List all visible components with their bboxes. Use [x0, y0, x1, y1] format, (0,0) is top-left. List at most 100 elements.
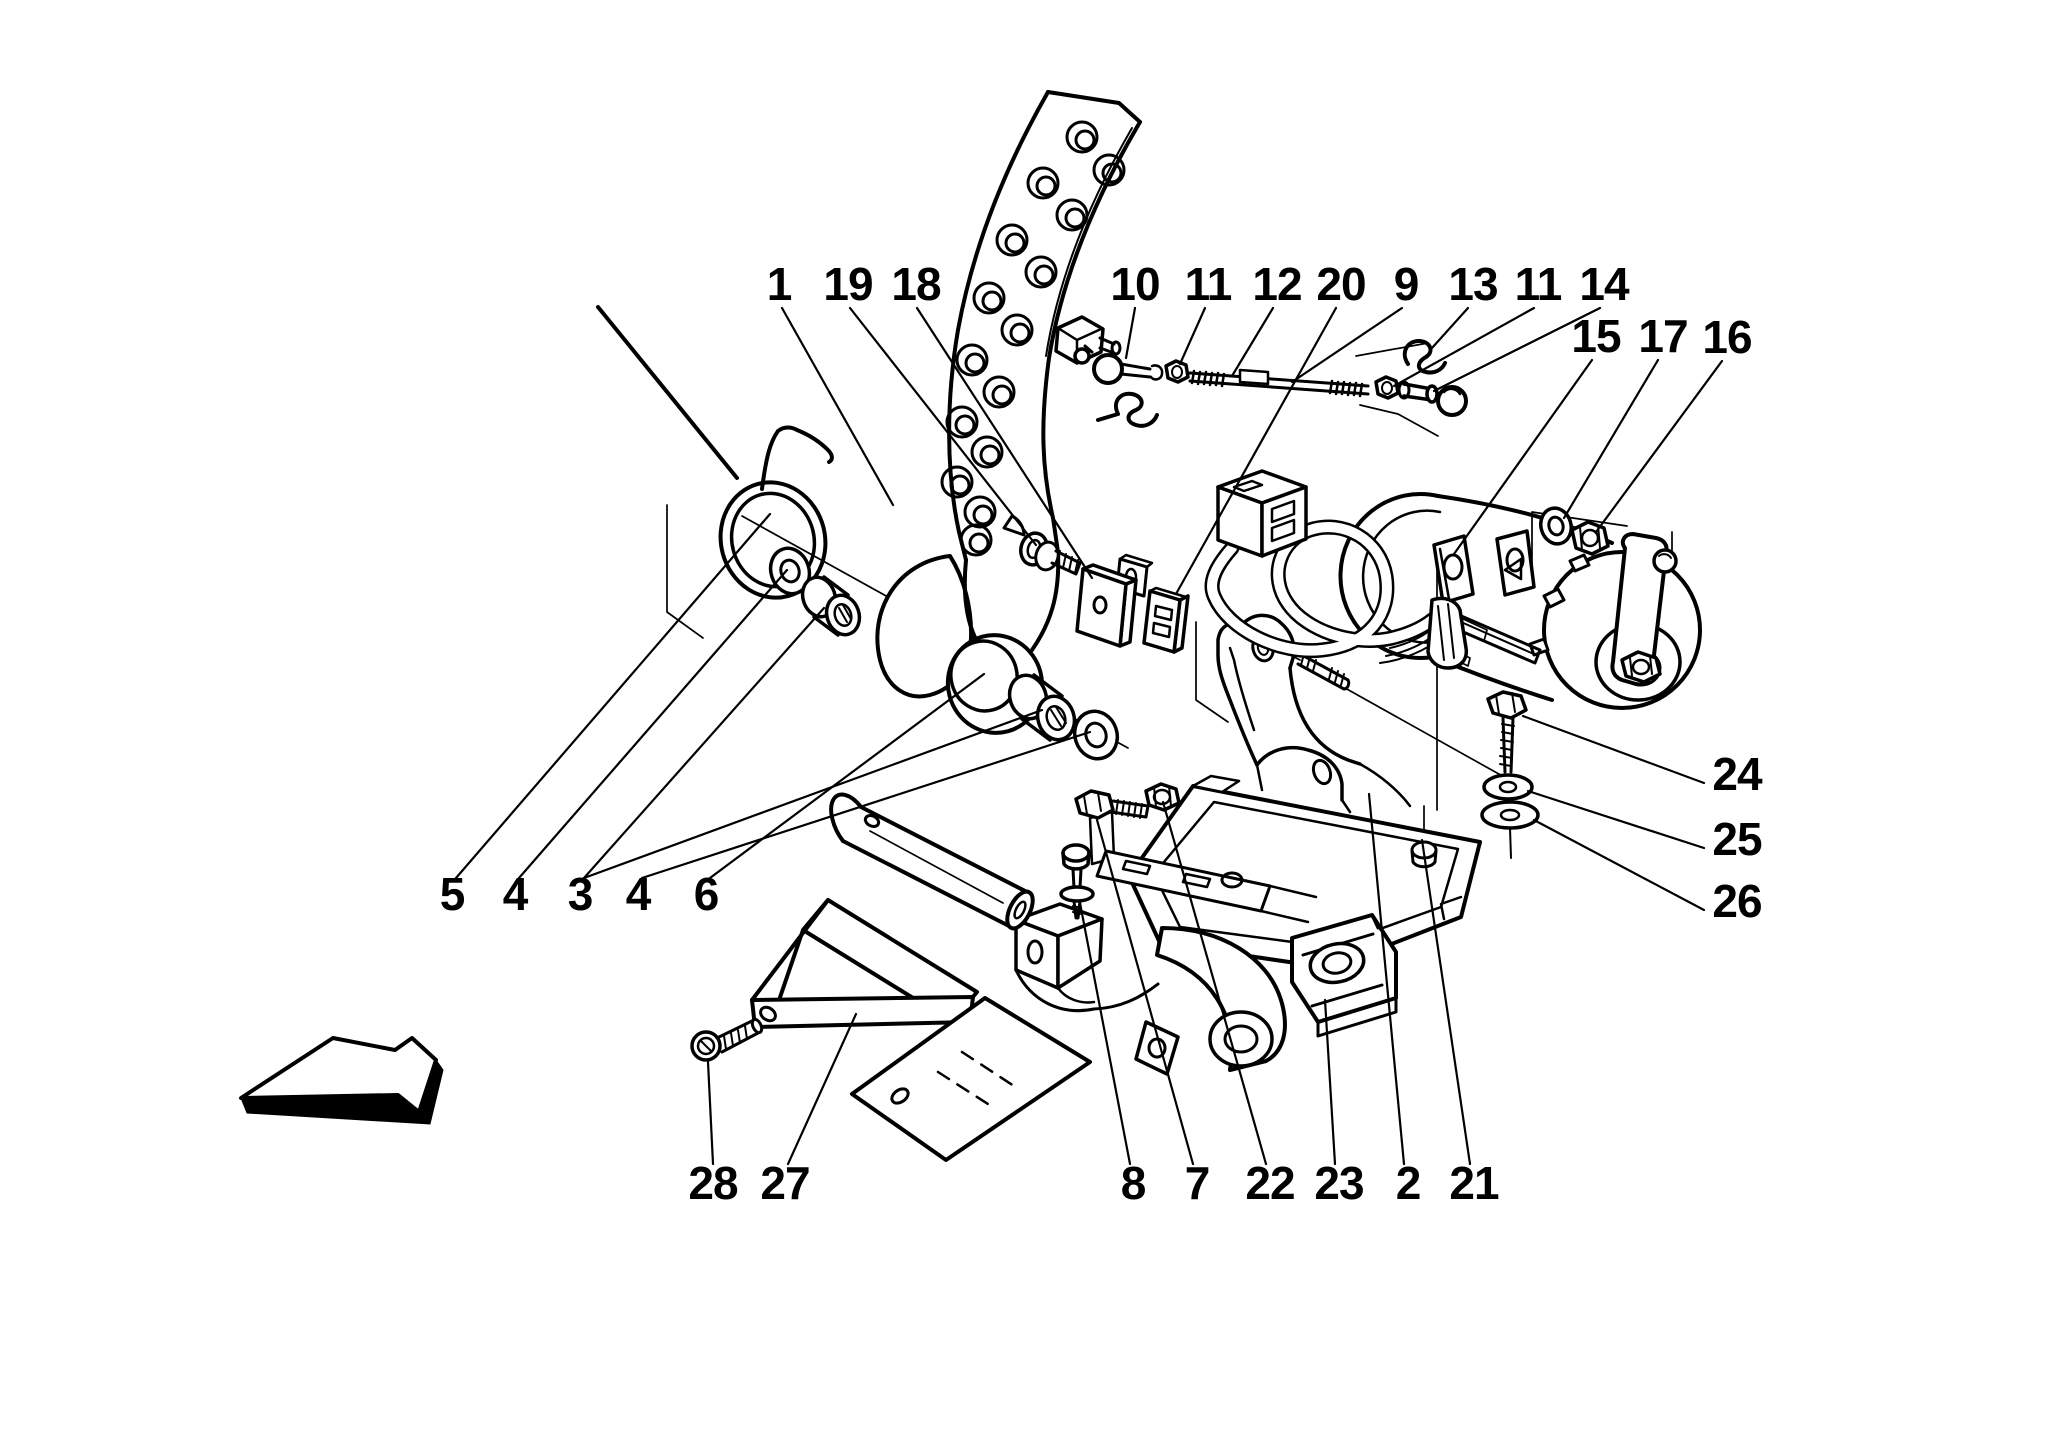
callout-3: 3	[568, 868, 593, 920]
callout-20: 20	[1316, 258, 1365, 310]
callout-7: 7	[1185, 1157, 1210, 1209]
leader-line-13	[1430, 306, 1470, 350]
leader-line-23	[1323, 998, 1337, 1166]
callout-1: 1	[767, 258, 792, 310]
leader-line-16	[1594, 359, 1724, 534]
pedal-heel-bump	[875, 554, 974, 699]
leader-line-15	[1452, 358, 1594, 556]
base-pivot-block	[1014, 902, 1160, 1013]
callout-15: 15	[1571, 310, 1621, 362]
leader-line-11	[1392, 306, 1536, 388]
part-washer-left	[768, 546, 812, 596]
callout-25: 25	[1712, 813, 1762, 865]
part-heel-bracket	[750, 898, 1092, 1162]
leader-line-27	[786, 1012, 858, 1166]
callout-2: 2	[1396, 1157, 1421, 1209]
leader-line-9	[1290, 306, 1404, 384]
wire-boot	[1426, 596, 1469, 670]
part-pivot-pin	[829, 792, 1035, 931]
callout-11: 11	[1185, 258, 1232, 310]
washer-25	[1482, 773, 1534, 801]
callout-5: 5	[440, 868, 465, 920]
callout-4: 4	[503, 868, 529, 920]
callout-28: 28	[688, 1157, 738, 1209]
base-front-lug	[1134, 1020, 1180, 1076]
cable-end-socket	[1436, 385, 1468, 417]
motor-end-bell	[1338, 492, 1440, 660]
part-washer-right	[1072, 709, 1120, 761]
callout-21: 21	[1449, 1157, 1499, 1209]
part-cable-linkage	[1073, 338, 1468, 428]
part-pivot-bolt	[1019, 531, 1082, 576]
callout-8: 8	[1121, 1157, 1146, 1209]
leader-line-1	[780, 306, 895, 507]
heel-foot-plate	[850, 996, 1092, 1162]
callout-10: 10	[1110, 258, 1159, 310]
leader-line-3	[582, 606, 826, 880]
ball-joint	[1092, 353, 1124, 385]
callout-4: 4	[626, 868, 652, 920]
leader-line-22	[1161, 800, 1268, 1166]
callout-26: 26	[1712, 875, 1761, 927]
leader-line-7	[1095, 818, 1195, 1166]
part-base-plate	[1014, 774, 1482, 1076]
leader-line-4	[640, 730, 1092, 880]
leader-line-6	[708, 672, 986, 880]
part-nut-22	[1144, 782, 1181, 812]
callout-17: 17	[1638, 310, 1687, 362]
washer	[1539, 506, 1573, 546]
part-return-spring	[596, 305, 834, 600]
electrical-connector	[1216, 469, 1308, 558]
nut	[1570, 520, 1610, 556]
callout-14: 14	[1579, 258, 1630, 310]
leader-line-2	[1367, 792, 1406, 1166]
callout-13: 13	[1448, 258, 1497, 310]
leader-line-20	[1174, 306, 1338, 596]
leader-line-19	[848, 306, 1038, 547]
part-wiring	[1204, 469, 1469, 670]
leader-line-14	[1432, 306, 1602, 393]
motor-lever	[1610, 532, 1678, 687]
washer-26	[1480, 800, 1540, 830]
support-stud	[1289, 653, 1351, 691]
base-slot-hole	[1220, 871, 1244, 889]
leader-line-12	[1230, 306, 1275, 378]
part-heel-screw	[690, 1017, 764, 1062]
nut-left	[1164, 359, 1190, 384]
lever-nut	[1620, 650, 1662, 684]
leader-line-8	[1078, 901, 1132, 1166]
part-bolt-8	[1059, 843, 1095, 920]
part-bolt-7	[1074, 789, 1150, 820]
motor-bracket-tabs	[1432, 529, 1536, 605]
callout-23: 23	[1314, 1157, 1363, 1209]
part-bushing-right	[1007, 673, 1077, 742]
callout-9: 9	[1394, 258, 1419, 310]
part-throttle-actuator	[1338, 492, 1702, 710]
callout-24: 24	[1712, 748, 1763, 800]
leader-line-3	[582, 708, 1044, 880]
leader-line-17	[1562, 358, 1660, 520]
callout-6: 6	[694, 868, 719, 920]
leader-line-28	[706, 1060, 715, 1166]
pedal-holes	[940, 120, 1126, 557]
leader-line-18	[915, 306, 1094, 580]
leader-line-11	[1178, 306, 1207, 366]
callout-12: 12	[1252, 258, 1301, 310]
leader-line-21	[1420, 838, 1472, 1166]
part-bolt-24	[1480, 690, 1540, 859]
callout-11: 11	[1515, 258, 1562, 310]
callout-18: 18	[891, 258, 941, 310]
callout-22: 22	[1245, 1157, 1294, 1209]
retaining-clip-left	[1096, 391, 1159, 428]
part-bushing-left	[800, 575, 862, 637]
callout-19: 19	[823, 258, 872, 310]
leader-line-24	[1521, 714, 1706, 785]
leader-line-25	[1526, 789, 1706, 850]
retaining-clip-right	[1402, 338, 1447, 375]
part-washer-and-nut	[1539, 506, 1610, 556]
part-clip-nut	[1142, 586, 1190, 654]
part-anchor-plate	[1075, 553, 1154, 648]
